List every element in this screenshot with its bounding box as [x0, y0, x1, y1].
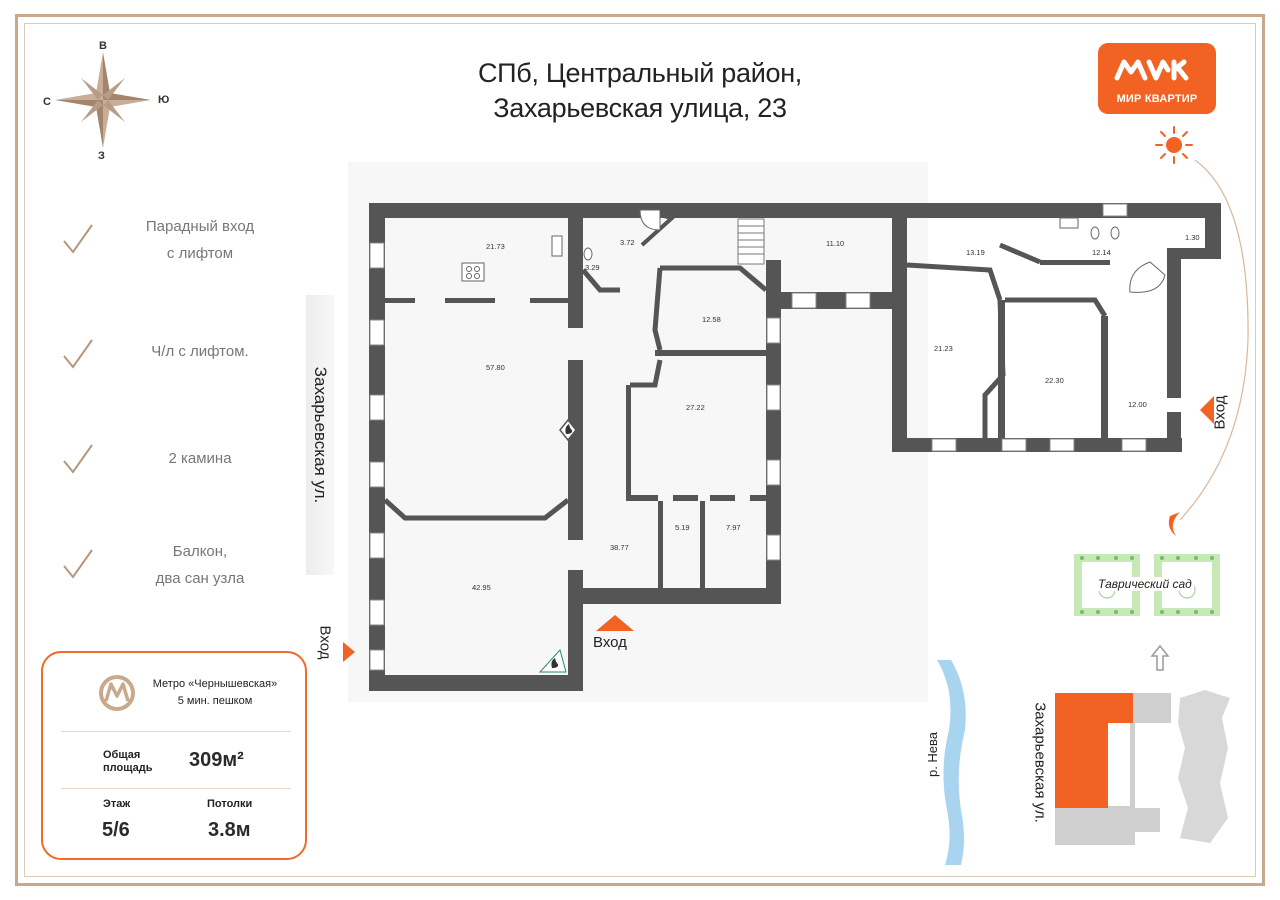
garden-label: Таврический сад [1096, 577, 1194, 591]
room-area-label: 3.29 [585, 263, 600, 272]
metro-walk-time: 5 мин. пешком [177, 695, 253, 707]
floor-plan: 21.73 3.72 3.29 11.10 13.19 12.14 1.30 1… [343, 162, 1221, 702]
entrance-arrow-icon [343, 642, 355, 662]
feature-text: Балкон, два сан узла [155, 543, 245, 587]
room-area-label: 5.19 [675, 523, 690, 532]
location-mini-map [1055, 690, 1230, 845]
street-label-vertical: Захарьевская ул. [311, 366, 330, 504]
logo-mark-icon [1114, 59, 1189, 81]
room-labels: 21.73 3.72 3.29 11.10 13.19 12.14 1.30 1… [472, 233, 1200, 592]
area-value: 309м² [189, 749, 244, 771]
street-strip [306, 295, 334, 575]
floor-value: 5/6 [102, 819, 130, 841]
feature-text: Ч/л с лифтом. [151, 343, 249, 360]
check-icon [63, 224, 93, 254]
walls [369, 203, 1221, 691]
fireplace-icons [538, 418, 577, 673]
room-area-label: 42.95 [472, 583, 491, 592]
address-title: СПб, Центральный район, Захарьевская ули… [395, 56, 885, 126]
divider [61, 731, 291, 732]
feature-item: 2 камина [60, 433, 300, 493]
feature-text: 2 камина [168, 450, 232, 467]
feature-item: Парадный вход с лифтом [60, 213, 300, 273]
address-line-1: СПб, Центральный район, [477, 58, 803, 88]
check-icon [63, 444, 93, 474]
room-area-label: 12.14 [1092, 248, 1111, 257]
room-area-label: 1.30 [1185, 233, 1200, 242]
feature-text: Парадный вход с лифтом [145, 218, 255, 262]
plan-background [348, 162, 928, 702]
arrow-up-icon [1150, 644, 1170, 671]
inner-frame [24, 23, 1256, 877]
room-area-label: 38.77 [610, 543, 629, 552]
room-area-label: 21.73 [486, 242, 505, 251]
info-card: Метро «Чернышевская» 5 мин. пешком Общая… [41, 651, 307, 860]
room-area-label: 7.97 [726, 523, 741, 532]
compass-north-label: В [99, 40, 107, 52]
entrance-label-bottom: Вход [593, 634, 627, 651]
windows [369, 203, 1147, 671]
room-area-label: 12.00 [1128, 400, 1147, 409]
metro-logo-icon [99, 675, 135, 711]
room-area-label: 11.10 [826, 239, 844, 248]
stairs [737, 218, 765, 265]
compass-south-label: З [98, 150, 105, 162]
mini-map-street-label: Захарьевская ул. [1031, 702, 1049, 823]
entrance-label-right: Вход [1211, 395, 1229, 430]
entrance-arrow-icon [1200, 396, 1214, 424]
floor-label: Этаж [103, 798, 131, 810]
room-area-label: 57.80 [486, 363, 505, 372]
area-label: Общая площадь [103, 749, 153, 774]
check-icon [63, 549, 93, 579]
compass-rose-icon: В З С Ю [43, 40, 169, 162]
compass-east-label: Ю [158, 94, 169, 106]
room-area-label: 12.58 [702, 315, 721, 324]
check-icon [63, 339, 93, 369]
ceiling-label: Потолки [207, 798, 253, 810]
compass-west-label: С [43, 96, 51, 108]
divider [61, 788, 291, 789]
address-line-2: Захарьевская улица, 23 [493, 93, 787, 123]
fixtures [461, 209, 1166, 293]
entrance-arrow-icon [596, 615, 634, 631]
ceiling-value: 3.8м [208, 819, 251, 841]
room-area-label: 3.72 [620, 238, 635, 247]
entrance-label-left: Вход [316, 625, 334, 660]
brand-logo: МИР КВАРТИР [1098, 43, 1216, 114]
room-area-label: 13.19 [966, 248, 985, 257]
outer-frame [15, 14, 1265, 886]
logo-text: МИР КВАРТИР [1116, 93, 1198, 105]
sun-path-icon [1155, 126, 1249, 536]
room-area-label: 22.30 [1045, 376, 1064, 385]
feature-item: Балкон, два сан узла [60, 538, 300, 598]
feature-item: Ч/л с лифтом. [60, 328, 300, 388]
river-label: р. Нева [925, 731, 941, 778]
metro-name: Метро «Чернышевская» [152, 678, 278, 690]
room-area-label: 21.23 [934, 344, 953, 353]
room-area-label: 27.22 [686, 403, 705, 412]
river-neva-icon [937, 660, 966, 865]
